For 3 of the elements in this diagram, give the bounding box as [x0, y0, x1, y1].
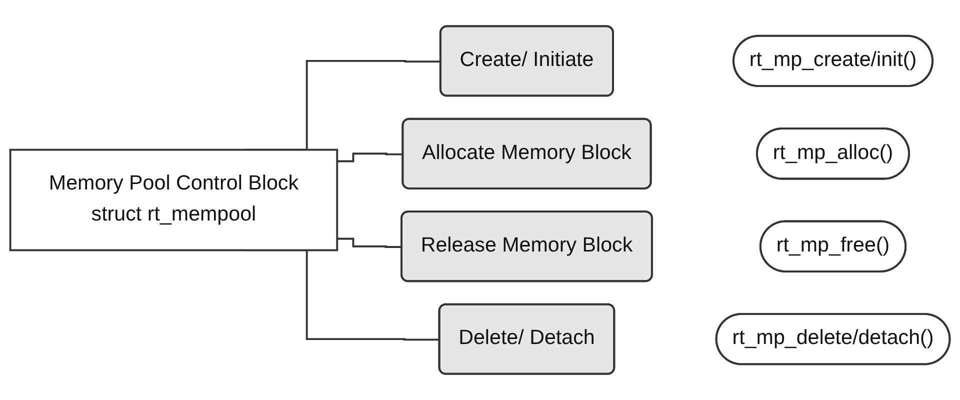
connector	[337, 238, 402, 248]
node-box: Memory Pool Control Block struct rt_mempool	[9, 148, 338, 252]
connector	[337, 152, 404, 162]
